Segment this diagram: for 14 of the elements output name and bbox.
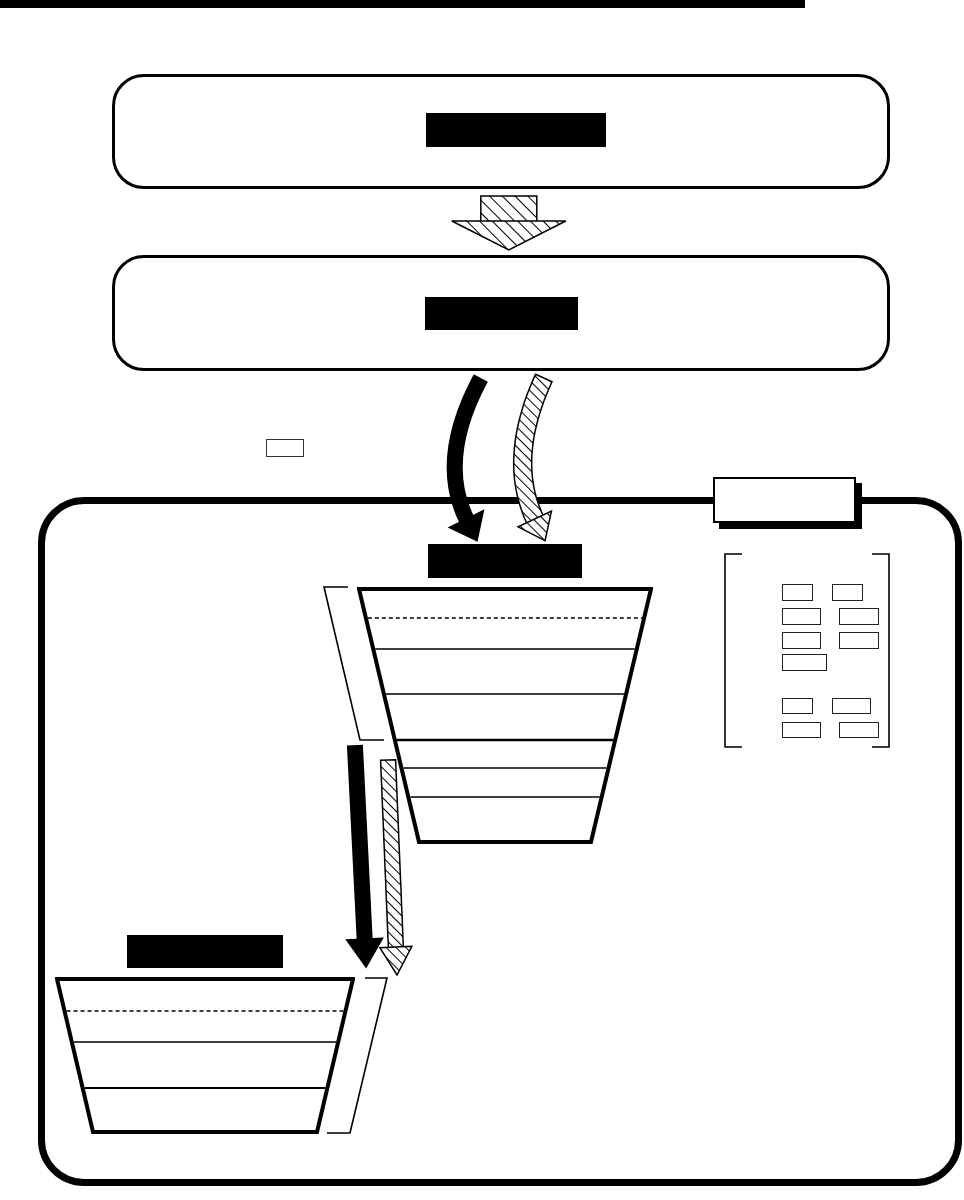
hatched-block-arrow [379, 758, 413, 976]
filled-bar [127, 935, 283, 968]
solid-block-arrow [345, 744, 384, 968]
filled-bar [426, 113, 606, 147]
process-box [112, 255, 890, 371]
process-box [112, 74, 890, 189]
filled-bar [428, 544, 582, 578]
container-panel [38, 497, 962, 1186]
filled-bar [425, 297, 578, 330]
hatched-block-arrow [451, 195, 567, 251]
trapezoid-block [357, 587, 653, 844]
hatched-block-arrow [512, 373, 553, 542]
trapezoid-block [55, 977, 355, 1135]
solid-block-arrow [446, 374, 488, 542]
